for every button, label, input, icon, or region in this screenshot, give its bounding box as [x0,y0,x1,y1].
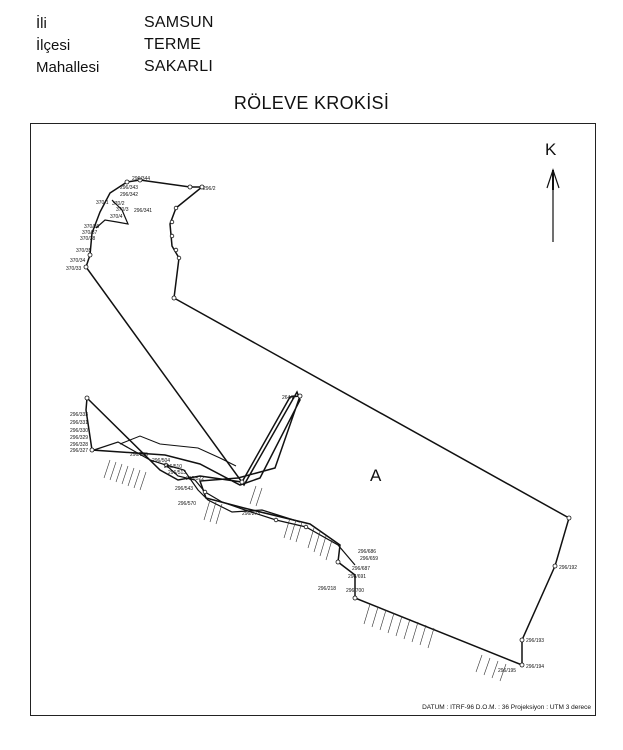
district-row: İlçesi TERME [36,32,214,54]
point-label: 296/686 [358,549,376,555]
point-label: 296/344 [132,176,150,182]
point-label: 296/700 [346,588,364,594]
point-label: 296/329 [70,435,88,441]
dense-label-hatching [103,459,507,682]
district-value: TERME [144,36,201,53]
north-arrow-icon [546,168,560,242]
point-label: 296/331 [70,420,88,426]
point-label: 370/4 [110,214,123,220]
parcel-boundary [85,179,570,667]
point-label: 296/343 [120,185,138,191]
point-label: 370/3 [116,207,129,213]
header-info: İli SAMSUN İlçesi TERME Mahallesi SAKARL… [36,10,214,76]
north-label: K [545,140,557,159]
parcel-area-label: A [370,466,382,485]
neighborhood-row: Mahallesi SAKARLI [36,54,214,76]
point-label: 370/35 [76,248,92,254]
point-label: 296/194 [526,664,544,670]
point-label: 296/327 [70,448,88,454]
point-label: 370/1 [96,200,109,206]
point-label: 296/522 [186,476,204,482]
inner-path-2 [165,464,301,523]
point-label: 296/330 [70,428,88,434]
province-label: İli [36,15,47,32]
vertex-markers [83,177,572,668]
point-label: 296/341 [134,208,152,214]
point-label: 370/33 [66,266,82,272]
point-label: 296/218 [318,586,336,592]
point-label: 296/193 [526,638,544,644]
point-label: 296/510 [164,464,182,470]
point-label: 370/36 [84,224,100,230]
neighborhood-value: SAKARLI [144,58,213,75]
point-label: 296/691 [348,574,366,580]
datum-footer: DATUM : ITRF-96 D.O.M. : 36 Projeksiyon … [422,704,591,711]
point-label: 296/192 [559,565,577,571]
point-label: 296/342 [120,192,138,198]
point-label: 264/2 [282,395,295,401]
map-frame [30,123,596,716]
point-label: 296/570 [178,501,196,507]
district-label: İlçesi [36,37,71,54]
point-label: 370/37 [82,230,98,236]
point-label: 296/543 [175,486,193,492]
point-label: 296/687 [352,566,370,572]
point-label: 370/38 [80,236,96,242]
province-value: SAMSUN [144,14,214,31]
point-label: 296/513 [168,470,186,476]
neighborhood-label: Mahallesi [36,59,100,76]
sketch-title: RÖLEVE KROKİSİ [233,93,390,113]
province-row: İli SAMSUN [36,10,214,32]
point-label: 296/195 [498,668,516,674]
point-label: 296/328 [70,442,88,448]
point-label: 296/273 [242,511,260,517]
point-label: 296/505 [130,452,148,458]
point-label: 296/2 [203,186,216,192]
point-label: 296/333 [70,412,88,418]
inner-path-3 [119,435,237,467]
point-label: 296/659 [360,556,378,562]
point-label: 370/34 [70,258,86,264]
point-label: 370/2 [112,201,125,207]
point-label: 296/504 [152,458,170,464]
inner-path-4 [95,199,129,229]
